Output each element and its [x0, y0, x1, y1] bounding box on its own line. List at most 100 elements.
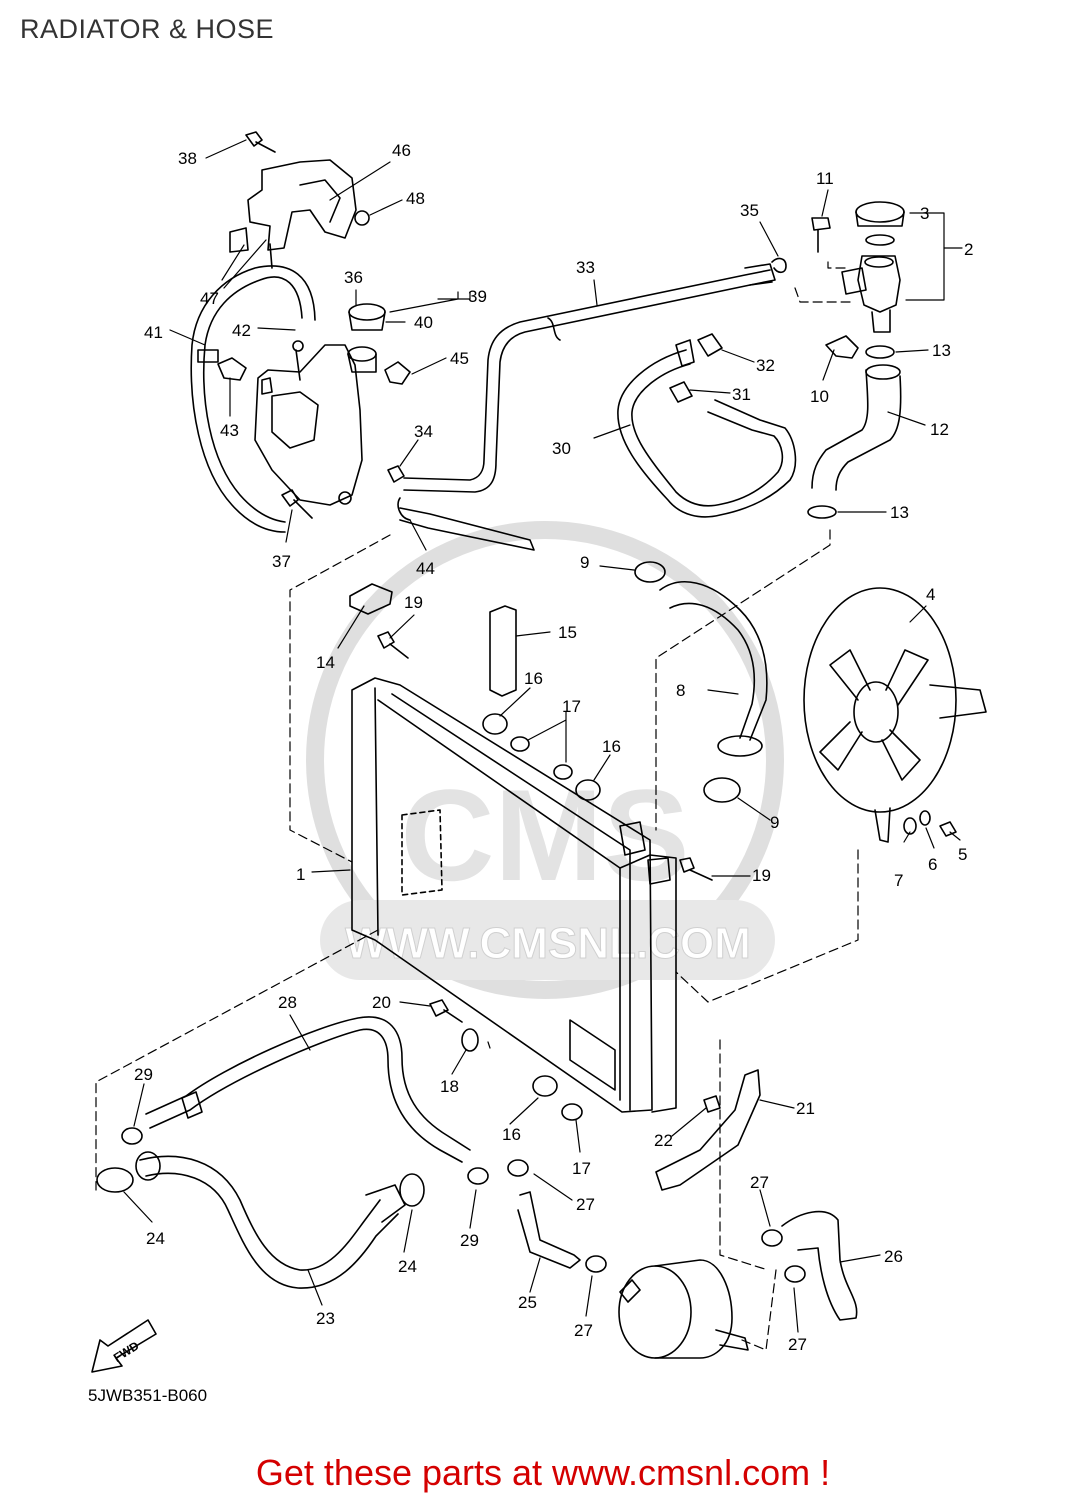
clamp-29-a [121, 1127, 143, 1145]
watermark [306, 521, 784, 999]
damper-14 [349, 583, 393, 615]
callout-17-b: 17 [572, 1159, 591, 1178]
callout-24-a: 24 [146, 1229, 165, 1248]
grommet-16-b [575, 779, 601, 801]
callout-2: 2 [964, 240, 973, 259]
callout-39: 39 [468, 287, 487, 306]
callout-28: 28 [278, 993, 297, 1012]
fwd-arrow-icon [91, 1319, 157, 1373]
callout-36: 36 [344, 268, 363, 287]
clamp-24-a [96, 1167, 134, 1193]
hose-30 [617, 339, 797, 518]
callout-46: 46 [392, 141, 411, 160]
leader-lines [123, 139, 963, 1333]
callout-30: 30 [552, 439, 571, 458]
washer-18 [461, 1028, 479, 1052]
callout-48: 48 [406, 189, 425, 208]
callout-32: 32 [756, 356, 775, 375]
callout-8: 8 [676, 681, 685, 700]
callout-1: 1 [296, 865, 305, 884]
clamp-24-b [399, 1173, 425, 1207]
hose-28 [145, 1016, 471, 1163]
callout-16-b: 16 [602, 737, 621, 756]
hose-44 [397, 497, 535, 551]
bolt-22 [703, 1095, 721, 1113]
filler-neck-2 [841, 255, 901, 333]
callout-37: 37 [272, 552, 291, 571]
pad-15 [489, 605, 517, 697]
reference-lines [95, 261, 859, 1351]
tube-33 [403, 263, 776, 493]
callout-38: 38 [178, 149, 197, 168]
callout-4: 4 [926, 585, 935, 604]
radiator-1 [351, 677, 677, 1113]
clamp-32 [697, 333, 723, 357]
hose-8 [659, 581, 768, 757]
bracket-21 [655, 1069, 761, 1191]
parts-link-banner[interactable]: Get these parts at www.cmsnl.com ! [255, 1452, 831, 1493]
callout-3: 3 [920, 204, 929, 223]
clamp-29-b [467, 1167, 489, 1185]
callout-22: 22 [654, 1131, 673, 1150]
callout-42: 42 [232, 321, 251, 340]
grommet-48 [354, 210, 370, 226]
callout-9-top: 9 [580, 553, 589, 572]
callout-34: 34 [414, 422, 433, 441]
callout-17-a: 17 [562, 697, 581, 716]
callout-7: 7 [894, 871, 903, 890]
callout-47: 47 [200, 289, 219, 308]
watermark-logo: CMS [401, 762, 690, 908]
clamp-27-c [761, 1229, 783, 1247]
clamp-27-d [784, 1265, 806, 1283]
clip-34 [387, 465, 405, 483]
callout-45: 45 [450, 349, 469, 368]
callout-19-top: 19 [404, 593, 423, 612]
callout-23: 23 [316, 1309, 335, 1328]
reservoir-bracket [229, 159, 357, 269]
collar-17-c [561, 1103, 583, 1121]
grommet-16-c [532, 1075, 558, 1097]
bolt-42 [292, 340, 304, 381]
callout-15-label: 15 [558, 623, 577, 642]
diagram-code: 5JWB351-B060 [88, 1386, 208, 1405]
callout-21: 21 [796, 1099, 815, 1118]
callout-27-a: 27 [576, 1195, 595, 1214]
callout-27-b: 27 [574, 1321, 593, 1340]
hose-26 [781, 1210, 858, 1321]
callout-19-bottom: 19 [752, 866, 771, 885]
fan-4 [803, 587, 987, 843]
reservoir-cap-40 [347, 303, 386, 373]
clamp-9-top [634, 561, 666, 583]
bolt-19-b [679, 857, 713, 881]
callout-31: 31 [732, 385, 751, 404]
clamp-13-bottom [807, 505, 837, 519]
bolt-38 [245, 131, 276, 153]
callout-20: 20 [372, 993, 391, 1012]
callout-24-b: 24 [398, 1257, 417, 1276]
clamp-31 [669, 381, 693, 403]
page-title: RADIATOR & HOSE [20, 14, 275, 44]
washer-6 [919, 810, 931, 826]
callout-27-d: 27 [788, 1335, 807, 1354]
clamp-13-top [865, 345, 895, 359]
bolt-37 [281, 489, 313, 519]
callout-14: 14 [316, 653, 335, 672]
callout-5: 5 [958, 845, 967, 864]
hose-23 [135, 1151, 406, 1289]
clip-35 [771, 257, 787, 274]
callout-16-c: 16 [502, 1125, 521, 1144]
reservoir-tank [254, 344, 363, 506]
clamp-27-a [507, 1159, 529, 1177]
callout-26: 26 [884, 1247, 903, 1266]
washer-7 [903, 817, 917, 835]
callout-40: 40 [414, 313, 433, 332]
bolt-19-a [377, 631, 409, 659]
callout-16-a: 16 [524, 669, 543, 688]
bolt-11 [811, 217, 831, 253]
hose-12 [811, 364, 902, 491]
collar-17-b [553, 764, 573, 780]
callout-18: 18 [440, 1077, 459, 1096]
hose-25 [517, 1191, 581, 1269]
callout-41: 41 [144, 323, 163, 342]
